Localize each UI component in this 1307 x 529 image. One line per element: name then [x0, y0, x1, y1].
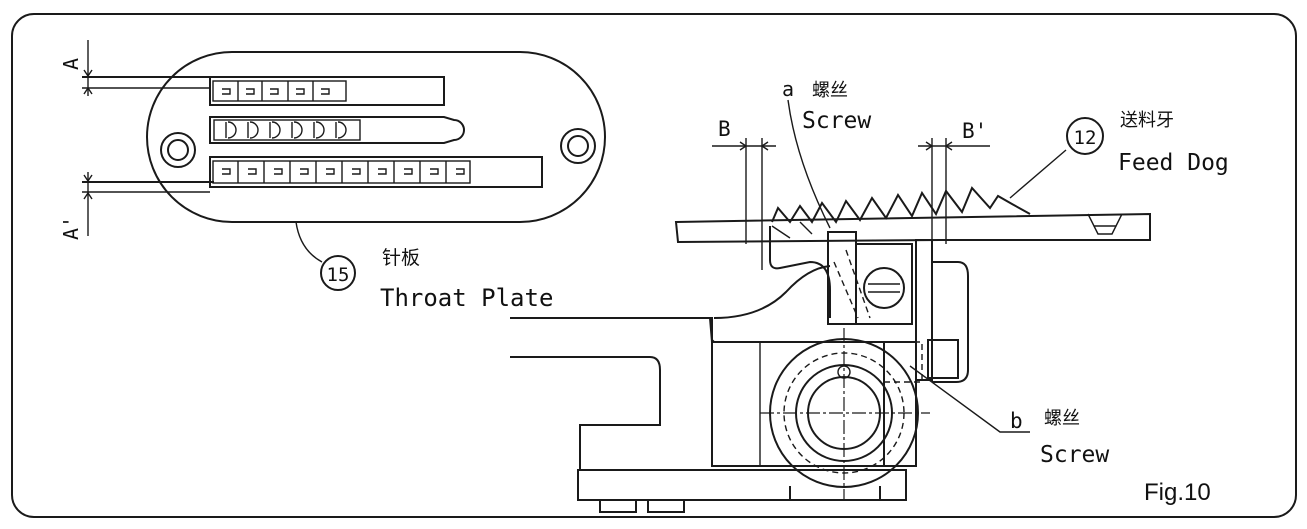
figure-frame — [11, 13, 1297, 518]
screw-a-label-en: Screw — [802, 108, 871, 134]
screw-b-leader — [909, 365, 1030, 433]
throat-plate-label-en: Throat Plate — [380, 284, 553, 312]
dimension-b — [712, 138, 776, 270]
screw-a-label-cn: 螺丝 — [812, 80, 848, 101]
throat-plate-drawing: A A' 15 针板 Throat Plate — [59, 40, 606, 312]
throat-plate-outline — [146, 51, 606, 223]
dim-label-b: B — [718, 117, 731, 141]
throat-plate-label-cn: 针板 — [382, 247, 420, 269]
screw-b-label-cn: 螺丝 — [1044, 408, 1080, 429]
figure-caption: Fig.10 — [1144, 479, 1211, 506]
dim-label-a: A — [59, 58, 83, 70]
screw-b-letter: b — [1010, 409, 1023, 433]
callout-number-15: 15 — [327, 264, 350, 286]
top-feed-slot — [209, 76, 445, 106]
middle-needle-slot — [209, 116, 465, 144]
dimension-a-prime — [82, 172, 214, 236]
dimension-a — [82, 40, 214, 96]
screw-a-letter: a — [782, 77, 794, 101]
screw-a-leader — [787, 99, 831, 229]
feed-dog-label-en: Feed Dog — [1118, 150, 1229, 176]
right-screw-hole — [560, 128, 596, 164]
dim-label-a-prime: A' — [59, 216, 83, 240]
callout-circle-12 — [1066, 117, 1104, 155]
callout-number-12: 12 — [1074, 127, 1097, 149]
callout-circle-15 — [320, 255, 356, 291]
throat-plate-leader — [295, 221, 323, 263]
feed-dog-mechanism-drawing: B B' a 螺丝 Screw 12 送料牙 Feed Dog b 螺丝 Scr… — [510, 77, 1229, 513]
screw-b-label-en: Screw — [1040, 442, 1109, 468]
bottom-feed-slot — [209, 156, 543, 188]
left-screw-hole — [160, 132, 196, 168]
dimension-b-prime — [918, 138, 990, 244]
dim-label-b-prime: B' — [962, 119, 987, 143]
feed-dog-label-cn: 送料牙 — [1120, 110, 1174, 131]
feed-dog-leader — [1009, 149, 1067, 199]
